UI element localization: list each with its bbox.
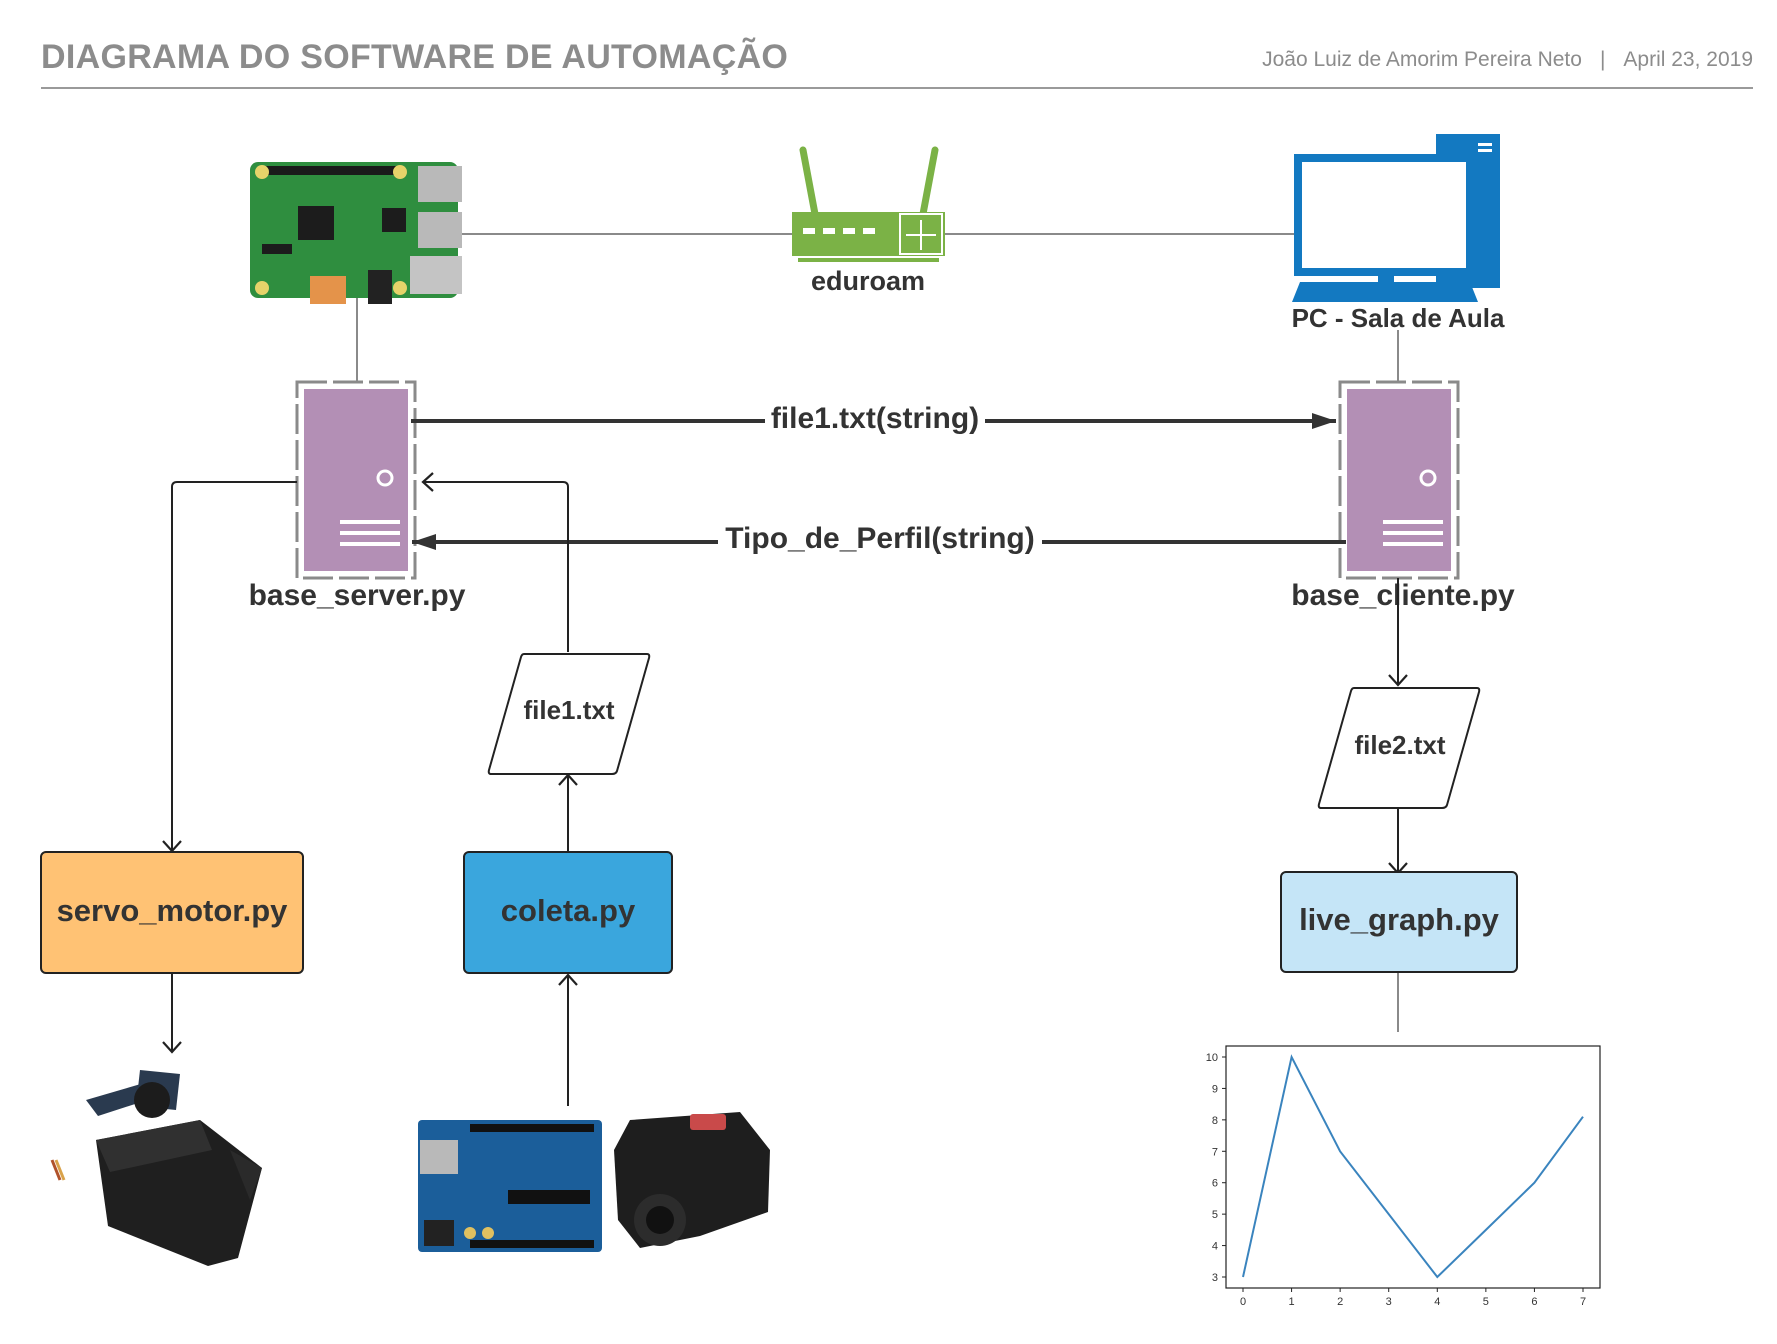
x-tick-label: 3 bbox=[1386, 1296, 1392, 1308]
x-tick-label: 7 bbox=[1580, 1296, 1586, 1308]
arrow-server-to-servo bbox=[162, 481, 297, 853]
file1-label: file1.txt bbox=[523, 695, 614, 725]
server-icon bbox=[295, 380, 417, 580]
coleta-label: coleta.py bbox=[501, 893, 636, 928]
router-label: eduroam bbox=[811, 266, 925, 296]
server-label: base_server.py bbox=[249, 579, 466, 612]
y-tick-label: 7 bbox=[1212, 1146, 1218, 1158]
message-to-server: Tipo_de_Perfil(string) bbox=[725, 522, 1035, 555]
message-to-client: file1.txt(string) bbox=[771, 402, 979, 435]
y-tick-label: 5 bbox=[1212, 1209, 1218, 1221]
date: April 23, 2019 bbox=[1623, 48, 1753, 71]
x-tick-label: 4 bbox=[1434, 1296, 1440, 1308]
pc-label: PC - Sala de Aula bbox=[1292, 303, 1505, 333]
y-tick-label: 6 bbox=[1212, 1178, 1218, 1190]
page-title: DIAGRAMA DO SOFTWARE DE AUTOMAÇÃO bbox=[41, 38, 789, 76]
client-label: base_cliente.py bbox=[1291, 579, 1515, 612]
y-tick-label: 10 bbox=[1206, 1052, 1218, 1064]
file2-label: file2.txt bbox=[1354, 730, 1445, 760]
coleta-box bbox=[463, 851, 673, 974]
file2-shape bbox=[1317, 687, 1481, 809]
live-graph-label: live_graph.py bbox=[1299, 902, 1500, 937]
live-graph-box bbox=[1280, 871, 1518, 973]
raspberry-pi-icon bbox=[250, 162, 462, 304]
servo-motor-label: servo_motor.py bbox=[57, 893, 289, 928]
live-plot: 0 1 2 3 4 5 6 7 3 4 5 6 7 8 9 10 bbox=[1206, 1045, 1601, 1308]
x-tick-label: 2 bbox=[1337, 1296, 1343, 1308]
y-tick-label: 8 bbox=[1212, 1115, 1218, 1127]
x-tick-label: 1 bbox=[1289, 1296, 1295, 1308]
file1-shape bbox=[487, 653, 651, 775]
plot-series-line bbox=[1242, 1054, 1584, 1279]
author: João Luiz de Amorim Pereira Neto bbox=[1262, 48, 1582, 71]
arrow-file1-to-server bbox=[421, 472, 569, 652]
client-server-icon bbox=[1338, 380, 1460, 580]
plot-ticks: 0 1 2 3 4 5 6 7 3 4 5 6 7 8 9 10 bbox=[1206, 1052, 1586, 1308]
y-tick-label: 3 bbox=[1212, 1272, 1218, 1284]
x-tick-label: 5 bbox=[1483, 1296, 1489, 1308]
x-tick-label: 6 bbox=[1531, 1296, 1537, 1308]
plot-area bbox=[1225, 1045, 1601, 1289]
header-rule bbox=[41, 87, 1753, 89]
header-meta: João Luiz de Amorim Pereira Neto | April… bbox=[1262, 48, 1753, 72]
y-tick-label: 4 bbox=[1212, 1241, 1218, 1253]
arduino-board-icon bbox=[418, 1120, 602, 1252]
flow-sensor-icon bbox=[614, 1112, 770, 1248]
x-tick-label: 0 bbox=[1240, 1296, 1246, 1308]
meta-separator: | bbox=[1599, 48, 1606, 71]
pc-icon bbox=[1292, 134, 1500, 302]
servo-motor-icon bbox=[50, 1070, 262, 1266]
y-tick-label: 9 bbox=[1212, 1083, 1218, 1095]
router-icon bbox=[792, 146, 945, 262]
